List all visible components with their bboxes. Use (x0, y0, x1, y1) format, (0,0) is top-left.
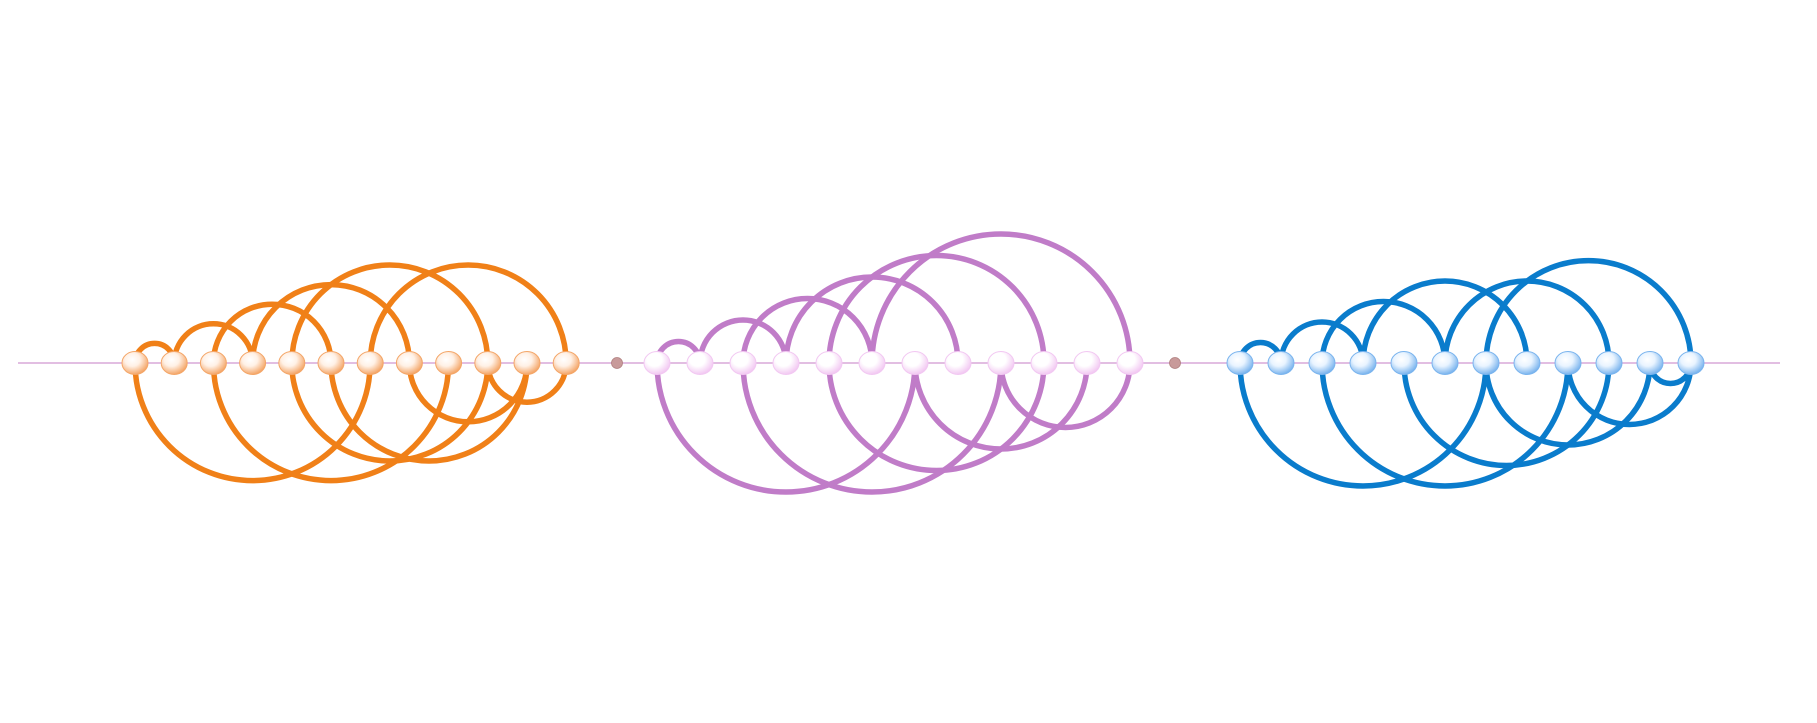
orange-arc-below (210, 360, 452, 484)
purple-arc-above (869, 231, 1133, 366)
separator-dot (1169, 357, 1181, 369)
blue-node (1431, 351, 1459, 375)
orange-node (356, 351, 384, 375)
orange-node (199, 351, 227, 375)
purple-arc-below (740, 360, 1004, 495)
blue-node (1308, 351, 1336, 375)
node-layer (121, 351, 1705, 375)
blue-node-group (1226, 351, 1705, 375)
blue-node (1226, 351, 1254, 375)
blue-arc-group (1237, 257, 1694, 489)
orange-arc-above (210, 301, 334, 366)
orange-node (474, 351, 502, 375)
purple-node (686, 351, 714, 375)
orange-arc-above (289, 262, 491, 366)
blue-node (1595, 351, 1623, 375)
orange-arc-group (132, 262, 569, 484)
purple-arc-above (697, 317, 789, 366)
purple-arc-below (826, 360, 1047, 474)
purple-node (815, 351, 843, 375)
orange-arc-below (289, 360, 491, 464)
blue-node (1636, 351, 1664, 375)
purple-arc-below (654, 360, 918, 495)
orange-node (278, 351, 306, 375)
purple-node (1116, 351, 1144, 375)
blue-node (1554, 351, 1582, 375)
blue-arc-below (1237, 360, 1489, 489)
blue-arc-below (1401, 360, 1612, 469)
purple-node (729, 351, 757, 375)
orange-arc-below (485, 360, 569, 405)
orange-arc-below (132, 360, 373, 484)
separator-dot (611, 357, 623, 369)
purple-node (944, 351, 972, 375)
orange-node (395, 351, 423, 375)
blue-node (1390, 351, 1418, 375)
orange-arc-below (328, 360, 530, 464)
purple-node-group (643, 351, 1144, 375)
orange-arc-below (406, 360, 530, 425)
blue-node (1349, 351, 1377, 375)
blue-arc-below (1483, 360, 1653, 448)
purple-arc-below (998, 360, 1133, 431)
blue-arc-below (1565, 360, 1694, 428)
orange-arc-above (171, 321, 256, 366)
orange-node (160, 351, 188, 375)
orange-arc-above (367, 262, 569, 366)
purple-node (772, 351, 800, 375)
blue-arc-above (1483, 257, 1694, 366)
blue-arc-below (1319, 360, 1571, 489)
purple-arc-below (912, 360, 1090, 452)
blue-node (1513, 351, 1541, 375)
orange-node (121, 351, 149, 375)
orange-node (513, 351, 541, 375)
orange-node (239, 351, 267, 375)
blue-arc-above (1278, 319, 1366, 366)
purple-node (1030, 351, 1058, 375)
blue-node (1677, 351, 1705, 375)
blue-arc-above (1360, 278, 1530, 366)
orange-node (435, 351, 463, 375)
purple-node (901, 351, 929, 375)
purple-arc-above (740, 295, 875, 366)
blue-node (1267, 351, 1295, 375)
purple-node (987, 351, 1015, 375)
purple-arc-above (826, 252, 1047, 366)
purple-node (1073, 351, 1101, 375)
blue-node (1472, 351, 1500, 375)
orange-node (552, 351, 580, 375)
arc-layer (132, 231, 1694, 495)
purple-node (643, 351, 671, 375)
purple-node (858, 351, 886, 375)
orange-node (317, 351, 345, 375)
orange-node-group (121, 351, 580, 375)
blue-arc-above (1319, 298, 1448, 366)
